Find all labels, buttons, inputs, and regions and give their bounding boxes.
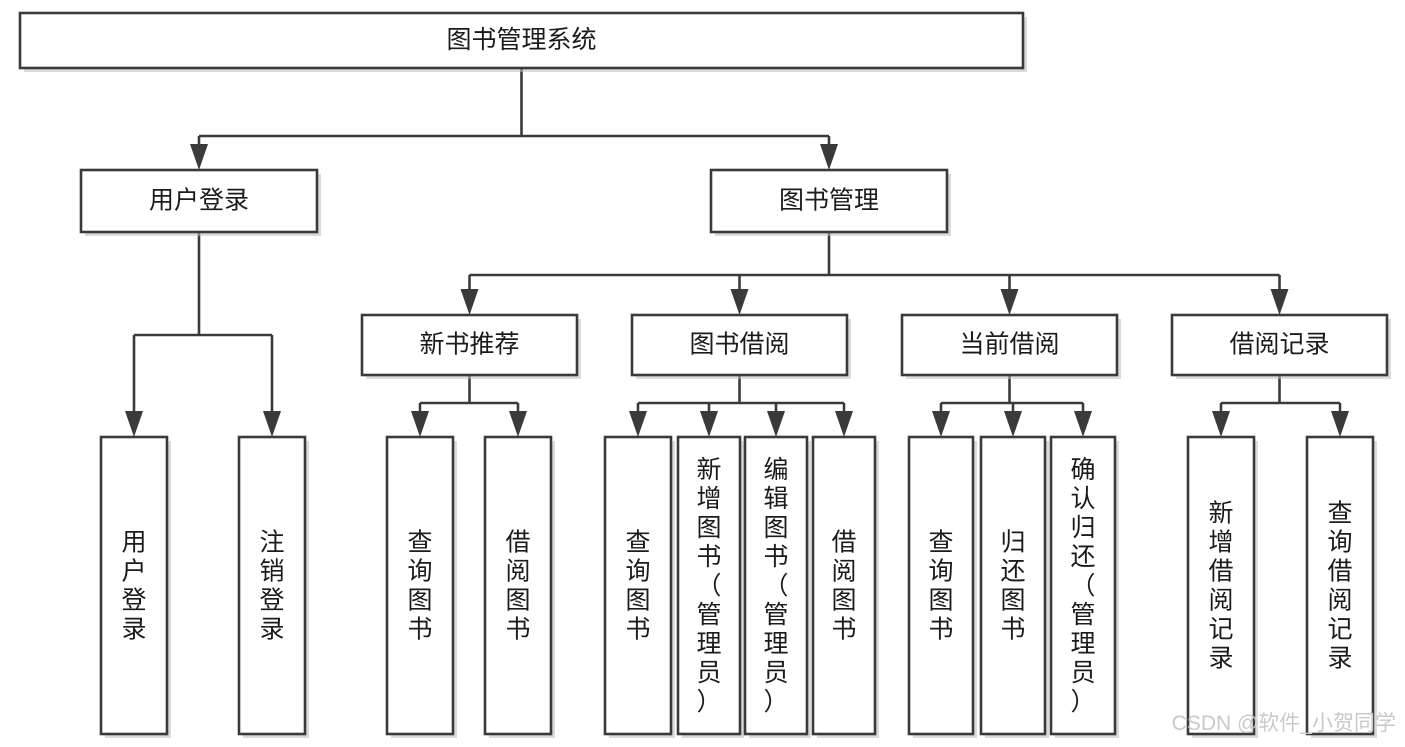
- node-label: 图书借阅: [689, 331, 789, 359]
- node-label: 查询图书: [928, 529, 953, 644]
- node-label: 用户登录: [149, 187, 249, 215]
- node-book-manage[interactable]: 图书管理: [709, 168, 951, 236]
- node-box[interactable]: [900, 313, 1119, 377]
- node-borrow-book-2[interactable]: 借阅图书: [811, 435, 879, 738]
- node-box[interactable]: [907, 435, 975, 736]
- node-user-login[interactable]: 用户登录: [79, 168, 321, 236]
- node-box[interactable]: [1170, 313, 1389, 377]
- node-label: 图书管理: [779, 187, 879, 215]
- node-box[interactable]: [603, 435, 673, 736]
- node-box[interactable]: [1186, 435, 1256, 736]
- node-label: 图书管理系统: [446, 26, 596, 54]
- node-current-borrow[interactable]: 当前借阅: [900, 313, 1121, 379]
- node-box[interactable]: [385, 435, 455, 736]
- arrow-head-icon: [1270, 289, 1289, 315]
- arrow-head-icon: [509, 411, 527, 437]
- node-box[interactable]: [360, 313, 579, 377]
- arrow-head-icon: [629, 411, 647, 437]
- node-edit-book[interactable]: 编辑图书（管理员）: [743, 435, 811, 738]
- node-box[interactable]: [79, 168, 319, 234]
- node-label: 查询图书: [407, 529, 432, 644]
- node-label: 注销登录: [259, 529, 284, 644]
- node-query-book-1[interactable]: 查询图书: [385, 435, 457, 738]
- node-add-borrow-record[interactable]: 新增借阅记录: [1186, 435, 1258, 738]
- node-user-login-do[interactable]: 用户登录: [99, 435, 171, 738]
- nodes-layer: 图书管理系统用户登录用户登录注销登录图书管理新书推荐查询图书借阅图书图书借阅查询…: [18, 11, 1391, 738]
- node-label: 归还图书: [1000, 529, 1025, 644]
- node-label: 查询借阅记录: [1327, 500, 1352, 673]
- node-label: 新增借阅记录: [1208, 500, 1233, 673]
- node-add-book[interactable]: 新增图书（管理员）: [676, 435, 744, 738]
- arrow-head-icon: [190, 144, 208, 170]
- node-user-logout[interactable]: 注销登录: [237, 435, 309, 738]
- node-label: 编辑图书（管理员）: [763, 456, 788, 716]
- node-box[interactable]: [709, 168, 949, 234]
- node-root[interactable]: 图书管理系统: [18, 11, 1027, 72]
- node-label: 新增图书（管理员）: [696, 456, 721, 716]
- node-label: 当前借阅: [959, 331, 1059, 359]
- arrow-head-icon: [125, 411, 143, 437]
- node-new-book-recommend[interactable]: 新书推荐: [360, 313, 581, 379]
- node-label: 借阅图书: [831, 529, 856, 644]
- node-label: 确认归还（管理员）: [1070, 456, 1095, 716]
- arrow-head-icon: [730, 289, 749, 315]
- csdn-watermark: CSDN @软件_小贺同学: [1172, 712, 1396, 735]
- node-box[interactable]: [1305, 435, 1375, 736]
- node-label: 查询图书: [625, 529, 650, 644]
- node-box[interactable]: [18, 11, 1025, 70]
- node-label: 新书推荐: [419, 331, 519, 359]
- node-label: 用户登录: [121, 529, 146, 644]
- node-box[interactable]: [743, 435, 809, 736]
- arrow-head-icon: [411, 411, 429, 437]
- node-box[interactable]: [630, 313, 849, 377]
- arrow-head-icon: [767, 411, 785, 437]
- arrow-head-icon: [1074, 411, 1092, 437]
- node-book-borrow[interactable]: 图书借阅: [630, 313, 851, 379]
- node-box[interactable]: [676, 435, 742, 736]
- node-query-book-2[interactable]: 查询图书: [603, 435, 675, 738]
- node-query-borrow-record[interactable]: 查询借阅记录: [1305, 435, 1377, 738]
- node-confirm-return[interactable]: 确认归还（管理员）: [1049, 435, 1119, 738]
- arrow-head-icon: [460, 289, 479, 315]
- arrow-head-icon: [1000, 289, 1019, 315]
- arrow-head-icon: [1004, 411, 1022, 437]
- arrow-head-icon: [1212, 411, 1230, 437]
- arrow-head-icon: [1331, 411, 1349, 437]
- node-box[interactable]: [483, 435, 553, 736]
- node-box[interactable]: [99, 435, 169, 736]
- node-box[interactable]: [811, 435, 877, 736]
- node-borrow-record[interactable]: 借阅记录: [1170, 313, 1391, 379]
- arrow-head-icon: [263, 411, 281, 437]
- node-borrow-book-1[interactable]: 借阅图书: [483, 435, 555, 738]
- connectors-layer: [125, 68, 1349, 437]
- arrow-head-icon: [835, 411, 853, 437]
- node-query-book-3[interactable]: 查询图书: [907, 435, 977, 738]
- node-label: 借阅图书: [505, 529, 530, 644]
- arrow-head-icon: [700, 411, 718, 437]
- node-box[interactable]: [979, 435, 1047, 736]
- arrow-head-icon: [932, 411, 950, 437]
- node-label: 借阅记录: [1229, 331, 1329, 359]
- node-box[interactable]: [1049, 435, 1117, 736]
- node-box[interactable]: [237, 435, 307, 736]
- node-return-book[interactable]: 归还图书: [979, 435, 1049, 738]
- arrow-head-icon: [820, 144, 838, 170]
